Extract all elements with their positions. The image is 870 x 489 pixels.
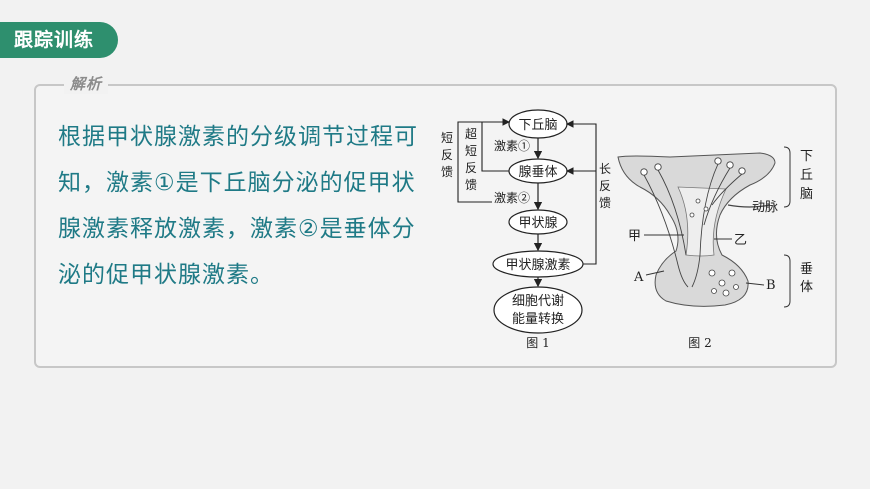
hormone2-label: 激素② [494,191,530,205]
figure1: 下丘脑 腺垂体 甲状腺 甲状腺激素 细胞代谢 能量转换 激素① 激素② [441,109,611,350]
figure2: 下 丘 脑 垂 体 动脉 甲 乙 A B 图 2 [617,146,813,350]
ultra-feedback-char-3: 反 [465,161,477,175]
short-feedback-line [457,121,492,203]
hormone1-label: 激素① [494,139,530,153]
label-pit-char-2: 体 [800,280,813,295]
bracket-hypothalamus [783,146,791,208]
explanation-text: 根据甲状腺激素的分级调节过程可知，激素①是下丘脑分泌的促甲状腺激素释放激素，激素… [58,124,418,288]
long-feedback-char-3: 馈 [599,196,611,210]
leader-a [645,270,665,276]
node-cell-label-2: 能量转换 [512,312,564,327]
ultra-feedback-char-4: 馈 [465,178,477,192]
artery-line [727,204,771,208]
label-yi: 乙 [734,233,747,248]
short-feedback-char-1: 短 [441,131,453,145]
short-feedback-char-3: 馈 [441,165,453,179]
label-hypo-char-2: 丘 [800,168,813,183]
node-pituitary-label: 腺垂体 [518,165,557,180]
label-artery: 动脉 [752,200,778,215]
long-feedback-char-1: 长 [599,162,611,176]
label-jia: 甲 [628,229,641,244]
neurons [640,157,746,288]
leader-b [745,282,765,286]
pituitary-cells [689,198,739,297]
stalk-region [677,186,727,257]
label-b: B [766,278,776,293]
label-hypo-char-3: 脑 [800,187,813,202]
figures-area: 下丘脑 腺垂体 甲状腺 甲状腺激素 细胞代谢 能量转换 激素① 激素② [430,105,830,355]
node-hypothalamus-label: 下丘脑 [518,118,557,133]
node-cell-label-1: 细胞代谢 [512,293,564,309]
ultra-feedback-char-1: 超 [465,126,477,141]
label-hypo-char-1: 下 [800,149,813,164]
node-thyroid-label: 甲状腺 [518,216,557,231]
short-feedback-char-2: 反 [441,148,453,162]
bracket-pituitary [783,254,791,308]
figure1-caption: 图 1 [526,336,549,350]
panel-label: 解析 [64,73,109,94]
ultra-short-feedback-line [481,118,511,172]
ultra-feedback-char-2: 短 [465,144,477,158]
label-a: A [633,270,644,285]
long-feedback-line-hypo [565,120,597,265]
long-feedback-char-2: 反 [599,179,611,193]
figure2-caption: 图 2 [688,336,711,350]
label-pit-char-1: 垂 [800,262,813,277]
node-hormone-label: 甲状腺激素 [505,258,570,273]
figures-svg: 下丘脑 腺垂体 甲状腺 甲状腺激素 细胞代谢 能量转换 激素① 激素② [441,109,813,350]
section-tag: 跟踪训练 [0,22,118,58]
